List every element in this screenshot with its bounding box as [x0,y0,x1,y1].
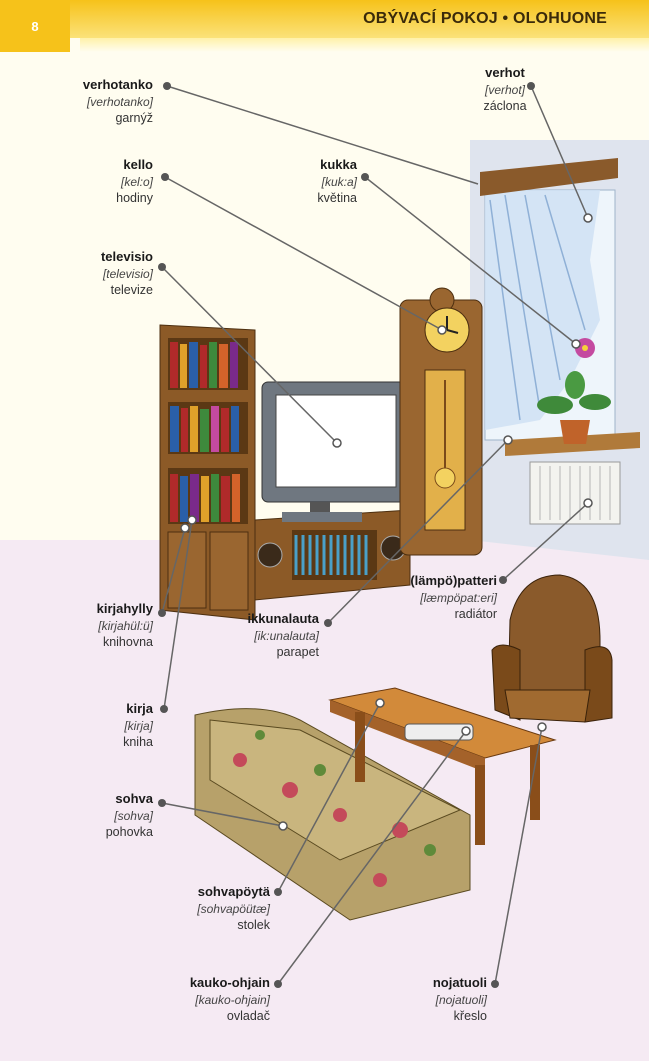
header-bar [0,0,649,38]
pronunciation: [nojatuoli] [435,992,487,1007]
pronunciation: [kirjahül:ü] [98,618,153,633]
translation: garnýž [115,110,153,125]
translation: pohovka [105,824,153,839]
pronunciation: [kirja] [124,718,153,733]
label-kello: kello [kel:o] hodiny [116,156,153,207]
term: ikkunalauta [247,611,319,626]
header-band [80,38,649,52]
radiator [529,461,621,525]
label-verhot: verhot [verhot] záclona [470,64,540,115]
bookshelf [159,324,256,621]
term: kirja [126,701,153,716]
term: televisio [100,249,153,264]
translation: stolek [237,917,270,932]
term: nojatuoli [432,975,487,990]
television [261,381,411,522]
tv-cabinet [254,509,411,601]
translation: květina [317,190,357,205]
coffee-table [328,687,557,845]
page-title: OBÝVACÍ POKOJ • OLOHUONE [363,10,607,27]
label-sohvapoyta: sohvapöytä [sohvapöütæ] stolek [197,883,270,934]
pronunciation: [ik:unalauta] [254,628,319,643]
label-ikkunalauta: ikkunalauta [ik:unalauta] parapet [247,610,319,661]
clock [399,287,483,556]
label-kirjahylly: kirjahylly [kirjahül:ü] knihovna [97,600,153,651]
pronunciation: [televisio] [102,266,153,281]
label-nojatuoli: nojatuoli [nojatuoli] křeslo [433,974,487,1025]
pronunciation: [læmpöpat:eri] [420,590,497,605]
label-lampopatteri: (lämpö)patteri [læmpöpat:eri] radiátor [410,572,497,623]
translation: hodiny [116,190,153,205]
translation: křeslo [453,1008,487,1023]
page-number: 8 [0,0,70,52]
term: sohva [115,791,153,806]
pronunciation: [kel:o] [120,174,153,189]
term: kauko-ohjain [189,975,270,990]
term: verhotanko [82,77,153,92]
remote-control [404,723,474,741]
flower [537,338,611,444]
term: kirjahylly [96,601,153,616]
leader-dots [158,82,535,988]
term: sohvapöytä [197,884,270,899]
pronunciation: [verhot] [484,82,526,97]
label-televisio: televisio [televisio] televize [101,248,153,299]
translation: záclona [483,98,527,113]
translation: radiátor [454,606,497,621]
label-kirja: kirja [kirja] kniha [123,700,153,751]
translation: knihovna [102,634,153,649]
curtain-rod [480,158,618,196]
target-markers [180,213,593,831]
pronunciation: [kuk:a] [321,174,357,189]
term: verhot [485,65,525,80]
translation: kniha [123,734,153,749]
pronunciation: [verhotanko] [86,94,153,109]
translation: parapet [276,644,319,659]
term: kukka [320,157,357,172]
label-verhotanko: verhotanko [verhotanko] garnýž [83,76,153,127]
term: (lämpö)patteri [410,573,497,588]
label-kukka: kukka [kuk:a] květina [317,156,357,207]
sofa [194,708,471,921]
pronunciation: [kauko-ohjain] [195,992,270,1007]
pronunciation: [sohvapöütæ] [197,901,270,916]
label-kauko-ohjain: kauko-ohjain [kauko-ohjain] ovladač [190,974,270,1025]
label-sohva: sohva [sohva] pohovka [106,790,153,841]
leader-lines [161,85,589,985]
translation: ovladač [226,1008,270,1023]
armchair [491,574,613,723]
translation: televize [110,282,153,297]
pronunciation: [sohva] [114,808,153,823]
term: kello [123,157,153,172]
